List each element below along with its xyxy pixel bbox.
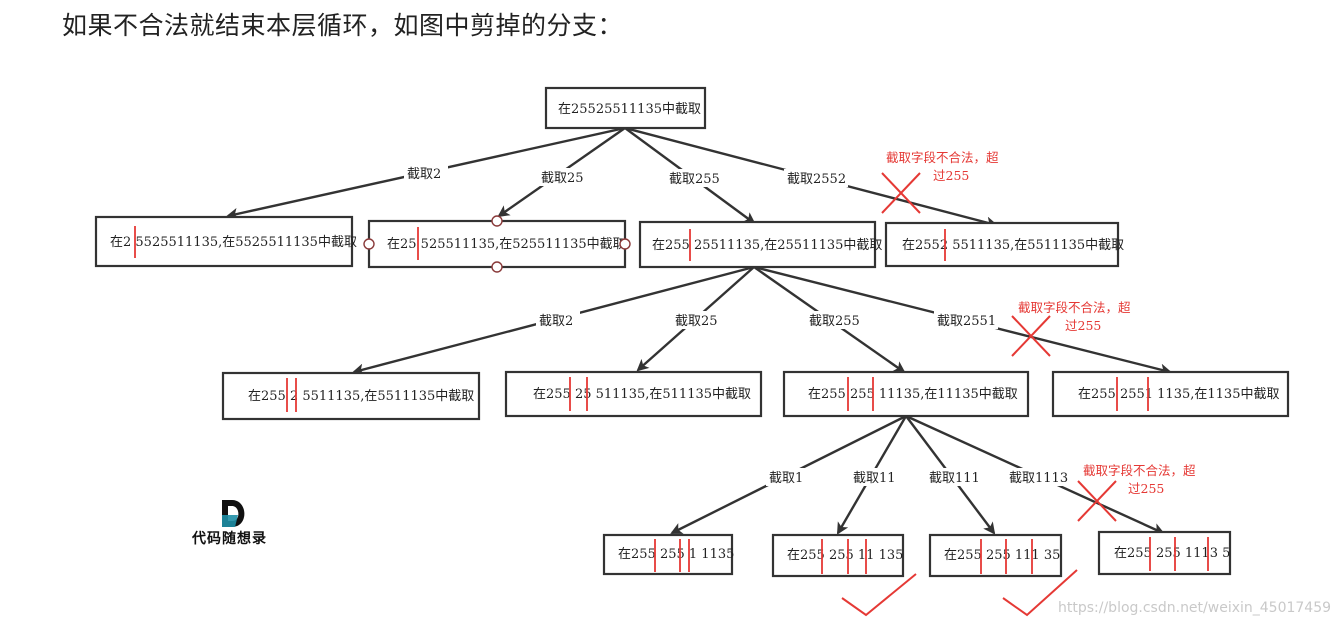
tree-node-l1-3: 在255 25511135,在25511135中截取 [638,220,882,269]
node-l3-4-label: 在255 255 1113 5 [1114,546,1230,561]
edge-label-l2-1: 截取2 [539,314,573,329]
node-l2-4-label: 在255 2551 1135,在1135中截取 [1078,387,1279,402]
node-l2-2-label: 在255 25 511135,在511135中截取 [533,387,751,402]
node-l3-3-label: 在255 255 111 35 [944,548,1060,563]
tree-node-root: 在25525511135中截取 [544,86,707,130]
invalid-note-line1: 截取字段不合法，超 [1083,463,1196,478]
invalid-note-line1: 截取字段不合法，超 [886,150,999,165]
logo-text: 代码随想录 [191,530,267,547]
edge-label-l3-4: 截取1113 [1009,471,1068,486]
invalid-annotation-l1: 截取字段不合法，超 过255 [881,150,999,214]
page-heading: 如果不合法就结束本层循环，如图中剪掉的分支： [62,11,624,40]
edge-label-l3-3: 截取111 [929,471,980,486]
selection-handle-bottom[interactable] [491,261,503,273]
tree-node-l3-1: 在255 255 1 1135 [602,533,734,576]
cross-mark-icon [1011,315,1051,357]
tree-node-l1-2: 在25 525511135,在525511135中截取 [363,215,631,273]
invalid-annotation-l3: 截取字段不合法，超 过255 [1077,463,1196,522]
invalid-note-line2: 过255 [933,168,969,183]
edge-label-l1-4: 截取2552 [787,172,846,187]
edge-label-l1-2: 截取25 [541,171,584,186]
tree-node-l2-4: 在255 2551 1135,在1135中截取 [1051,370,1290,418]
invalid-annotation-l2: 截取字段不合法，超 过255 [1011,300,1131,357]
tree-node-l2-2: 在255 25 511135,在511135中截取 [504,370,763,418]
edge-label-l3-2: 截取11 [853,471,896,486]
node-l1-1-label: 在2 5525511135,在5525511135中截取 [110,235,357,250]
node-root-label: 在25525511135中截取 [558,102,701,117]
tree-node-l1-1: 在2 5525511135,在5525511135中截取 [94,215,357,268]
node-l1-3-label: 在255 25511135,在25511135中截取 [652,238,882,253]
edge-label-l2-4: 截取2551 [937,314,996,329]
node-l3-2-label: 在255 255 11 135 [787,548,903,563]
selection-handle-top[interactable] [491,215,503,227]
check-mark-icon [841,573,917,617]
node-l3-1-label: 在255 255 1 1135 [618,547,734,562]
selection-handle-left[interactable] [363,238,375,250]
edge-label-l2-3: 截取255 [809,314,860,329]
edge-label-l3-1: 截取1 [769,471,803,486]
tree-node-l1-4: 在2552 5511135,在5511135中截取 [884,221,1124,268]
tree-node-l2-3: 在255 255 11135,在11135中截取 [782,370,1030,418]
node-l2-1-label: 在255 2 5511135,在5511135中截取 [248,389,474,404]
node-l1-2-label: 在25 525511135,在525511135中截取 [387,237,626,252]
cross-mark-icon [881,172,921,214]
cross-mark-icon [1077,480,1117,522]
watermark: https://blog.csdn.net/weixin_45017459 [1058,600,1331,616]
logo: 代码随想录 [191,500,267,547]
edge-labels: 截取2 截取25 截取255 截取2552 截取2 截取25 截取255 截取2… [404,164,1070,486]
edge-label-l1-1: 截取2 [407,167,441,182]
invalid-note-line2: 过255 [1128,481,1164,496]
invalid-note-line2: 过255 [1065,318,1101,333]
edge-label-l1-3: 截取255 [669,172,720,187]
node-l1-4-label: 在2552 5511135,在5511135中截取 [902,238,1124,253]
edge-label-l2-2: 截取25 [675,314,718,329]
tree-node-l3-2: 在255 255 11 135 [771,533,905,578]
tree-node-l3-4: 在255 255 1113 5 [1097,530,1232,576]
tree-node-l3-3: 在255 255 111 35 [928,533,1063,578]
node-l2-3-label: 在255 255 11135,在11135中截取 [808,387,1018,402]
selection-handle-right[interactable] [619,238,631,250]
tree-node-l2-1: 在255 2 5511135,在5511135中截取 [221,371,481,421]
check-mark-icon [1002,569,1078,617]
invalid-note-line1: 截取字段不合法，超 [1018,300,1131,315]
